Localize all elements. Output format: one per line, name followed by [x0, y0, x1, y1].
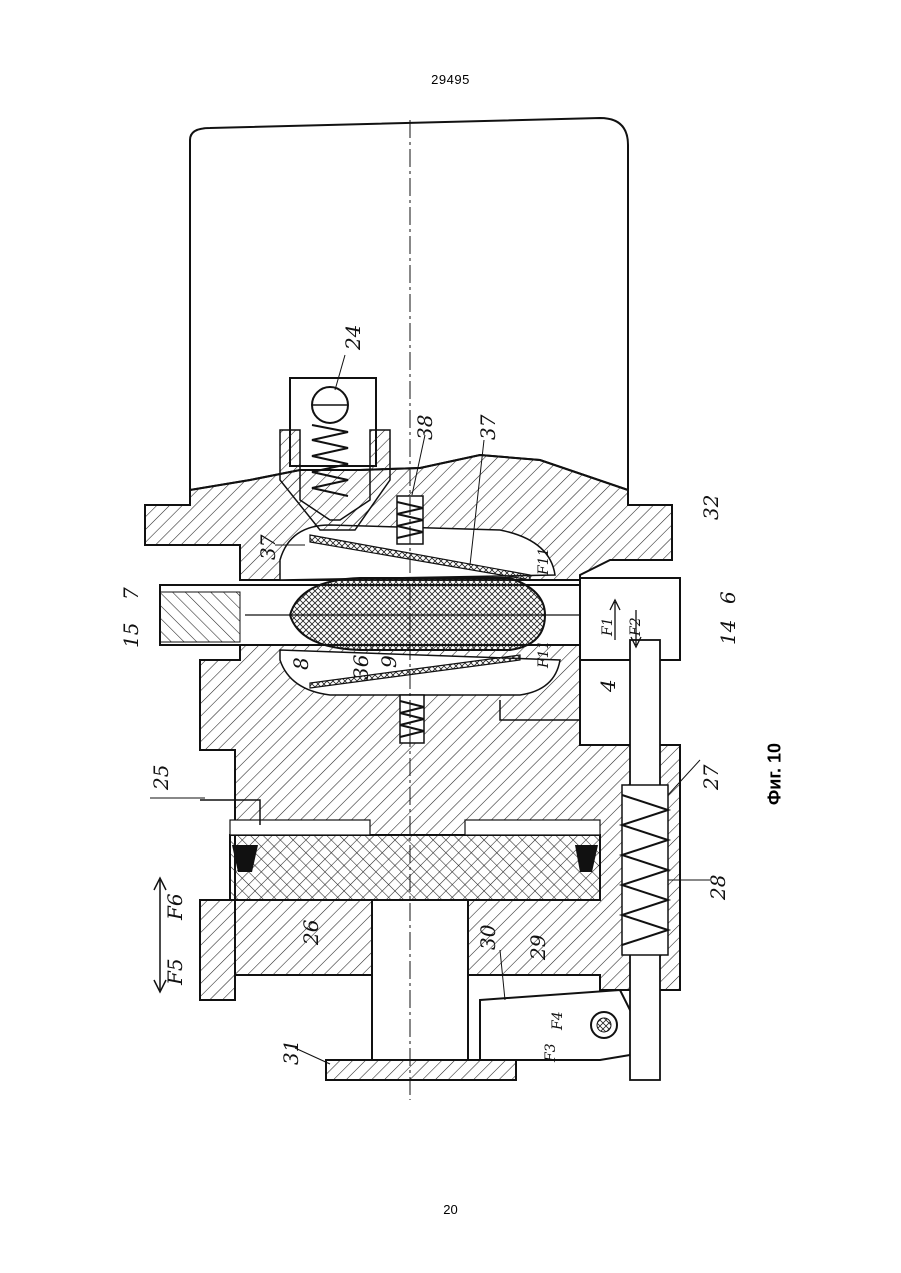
membrane [290, 578, 545, 650]
label-28: 28 [706, 875, 730, 901]
label-8: 8 [289, 657, 313, 670]
label-32: 32 [699, 495, 723, 520]
piston-rod [372, 900, 468, 1060]
label-7: 7 [119, 587, 143, 600]
label-24: 24 [341, 325, 365, 351]
label-F1: F1 [600, 617, 616, 637]
label-F11-bottom: F11 [536, 640, 552, 669]
label-4: 4 [596, 679, 620, 693]
label-37-left: 37 [256, 534, 280, 560]
label-37-top: 37 [476, 414, 500, 440]
label-F11-top: F11 [536, 547, 552, 576]
label-9: 9 [377, 655, 401, 668]
label-F3: F3 [543, 1043, 559, 1063]
label-38: 38 [413, 415, 437, 440]
label-31: 31 [279, 1040, 303, 1065]
label-15: 15 [119, 623, 143, 648]
label-26: 26 [299, 919, 323, 946]
label-29: 29 [526, 934, 550, 961]
label-14: 14 [716, 620, 740, 645]
label-27: 27 [699, 764, 723, 791]
page-number: 20 [0, 1202, 901, 1217]
label-F5: F5 [163, 958, 187, 986]
housing-cap [190, 118, 628, 490]
label-6: 6 [716, 591, 740, 604]
plate-31 [326, 1060, 516, 1080]
label-F4: F4 [550, 1011, 566, 1031]
label-25: 25 [149, 765, 173, 791]
label-30: 30 [476, 924, 500, 950]
piston [230, 835, 600, 900]
label-F2: F2 [628, 617, 644, 637]
label-F6: F6 [163, 893, 187, 921]
figure-caption: Фиг. 10 [765, 743, 786, 805]
label-36: 36 [349, 654, 373, 680]
